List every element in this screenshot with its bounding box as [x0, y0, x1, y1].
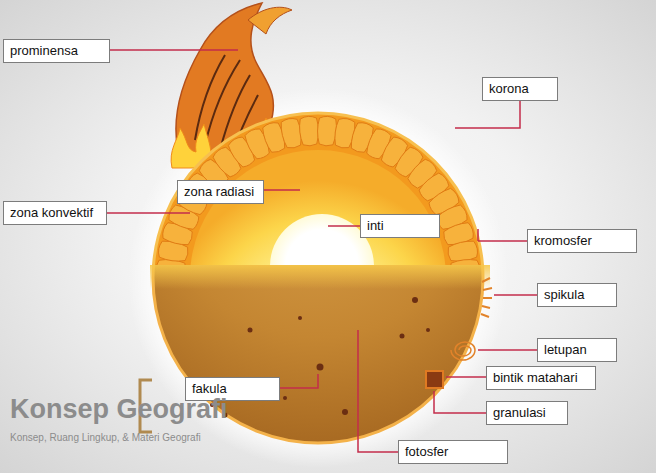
watermark-text: Konsep, Ruang Lingkup, & Materi Geografi [10, 432, 201, 443]
sunspot [342, 409, 348, 415]
convection-cell [318, 116, 337, 145]
sunspot [426, 328, 430, 332]
part-label: zona konvektif [10, 205, 100, 221]
part-label: fotosfer [405, 444, 501, 460]
spicules [481, 278, 492, 317]
leader-line [478, 240, 527, 242]
part-label: bintik matahari [493, 370, 589, 386]
convection-cell [300, 116, 319, 145]
leader-line [494, 294, 537, 296]
core [270, 214, 374, 265]
convection-cell [450, 260, 479, 265]
chromosphere-tick [477, 229, 479, 241]
leader-line [455, 101, 520, 128]
label-box: spikula [537, 283, 617, 307]
sunspot [248, 328, 253, 333]
part-label: zona radiasi [184, 184, 257, 200]
sunspot [283, 396, 287, 400]
leader-line [434, 391, 486, 413]
label-box: zona radiasi [177, 180, 264, 204]
label-box: granulasi [486, 401, 568, 425]
sunspot [298, 316, 302, 320]
part-label: korona [489, 81, 551, 97]
cut-glow [150, 265, 490, 289]
sunspot [400, 334, 405, 339]
granule-mark [426, 371, 443, 388]
label-box: prominensa [3, 39, 110, 63]
label-box: kromosfer [527, 229, 637, 253]
leader-line [110, 49, 238, 51]
label-box: korona [482, 77, 558, 101]
part-label: inti [367, 218, 433, 234]
leader-line [478, 349, 537, 351]
part-label: prominensa [10, 43, 103, 59]
prominence-tail [248, 7, 292, 34]
part-label: granulasi [493, 405, 561, 421]
label-box: letupan [537, 338, 617, 362]
eruption-loop [451, 342, 475, 360]
label-box: bintik matahari [486, 366, 596, 390]
radiative-zone [190, 150, 446, 265]
convection-cell [281, 118, 301, 148]
label-box: zona konvektif [3, 201, 107, 225]
leader-line [280, 374, 318, 388]
sun-interior [153, 113, 483, 265]
part-label: letupan [544, 342, 610, 358]
convection-cell [448, 241, 478, 261]
spicule-strokes [481, 278, 492, 317]
label-box: fotosfer [398, 440, 508, 464]
sunspot [317, 364, 324, 371]
label-box: inti [360, 214, 440, 238]
part-label: kromosfer [534, 233, 630, 249]
part-label: spikula [544, 287, 610, 303]
leader-line [258, 189, 300, 191]
leader-line [107, 212, 190, 214]
leader-line [328, 225, 360, 227]
leader-lines [107, 50, 537, 452]
prominence [171, 3, 292, 168]
leader-line [358, 330, 398, 452]
sunspot [412, 297, 418, 303]
convective-zone [153, 113, 483, 265]
leader-line [446, 376, 486, 378]
watermark-text: Konsep Geografi [10, 394, 228, 425]
